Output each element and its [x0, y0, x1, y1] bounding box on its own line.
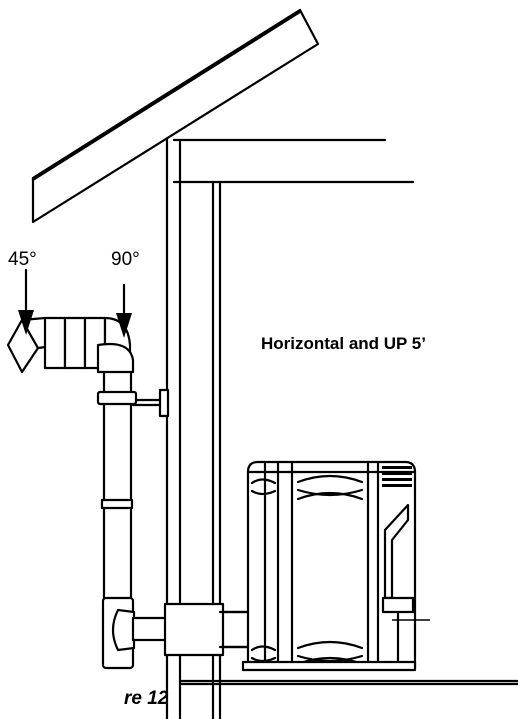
angle-45-label: 45°: [8, 249, 37, 270]
ceiling-lines: [172, 138, 415, 184]
pipe-wall-bracket: [131, 388, 170, 418]
angle-90-label: 90°: [111, 249, 140, 270]
figure-caption: re 12: [124, 688, 169, 709]
vent-tee: [101, 596, 173, 670]
horizontal-vent-pipe: [163, 602, 252, 657]
floor: [178, 679, 518, 686]
roof-eave: [31, 8, 320, 224]
furnace-unit: [241, 460, 430, 672]
vent-config-label: Horizontal and UP 5’: [261, 334, 426, 353]
arrow-90-indicator: [116, 283, 132, 338]
arrow-45-indicator: [18, 268, 34, 335]
